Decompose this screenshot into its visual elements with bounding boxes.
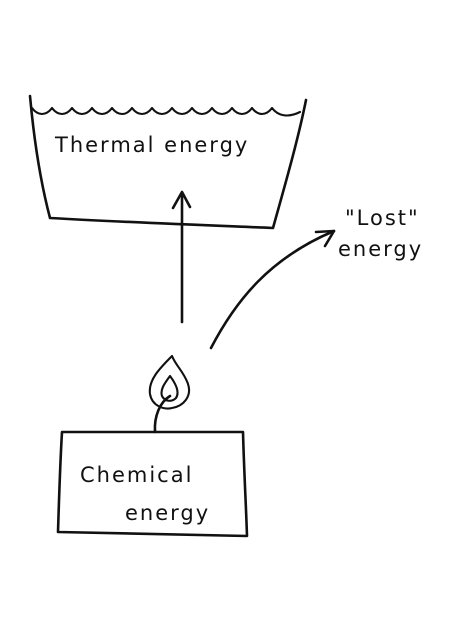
water-surface — [30, 106, 302, 117]
arrow-to-lost-shaft — [209, 229, 336, 350]
flame-inner — [160, 374, 179, 402]
arrow-to-lost-head — [314, 229, 336, 248]
lost-label-line2: energy — [338, 237, 423, 261]
beaker: Thermal energy — [28, 94, 308, 230]
arrow-to-thermal — [171, 190, 192, 324]
wick — [153, 394, 172, 434]
chemical-box-outline — [56, 430, 249, 538]
chemical-label-line1: Chemical — [80, 463, 193, 487]
flame-outer — [148, 354, 191, 410]
arrow-to-thermal-head — [171, 190, 192, 210]
chemical-label-line2: energy — [125, 501, 210, 525]
chemical-energy-box: Chemical energy — [56, 430, 249, 538]
beaker-outline — [28, 94, 308, 230]
lost-label-line1: "Lost" — [345, 206, 420, 230]
flame-icon — [148, 354, 191, 434]
thermal-energy-label: Thermal energy — [54, 133, 249, 157]
arrow-to-lost — [209, 229, 336, 350]
